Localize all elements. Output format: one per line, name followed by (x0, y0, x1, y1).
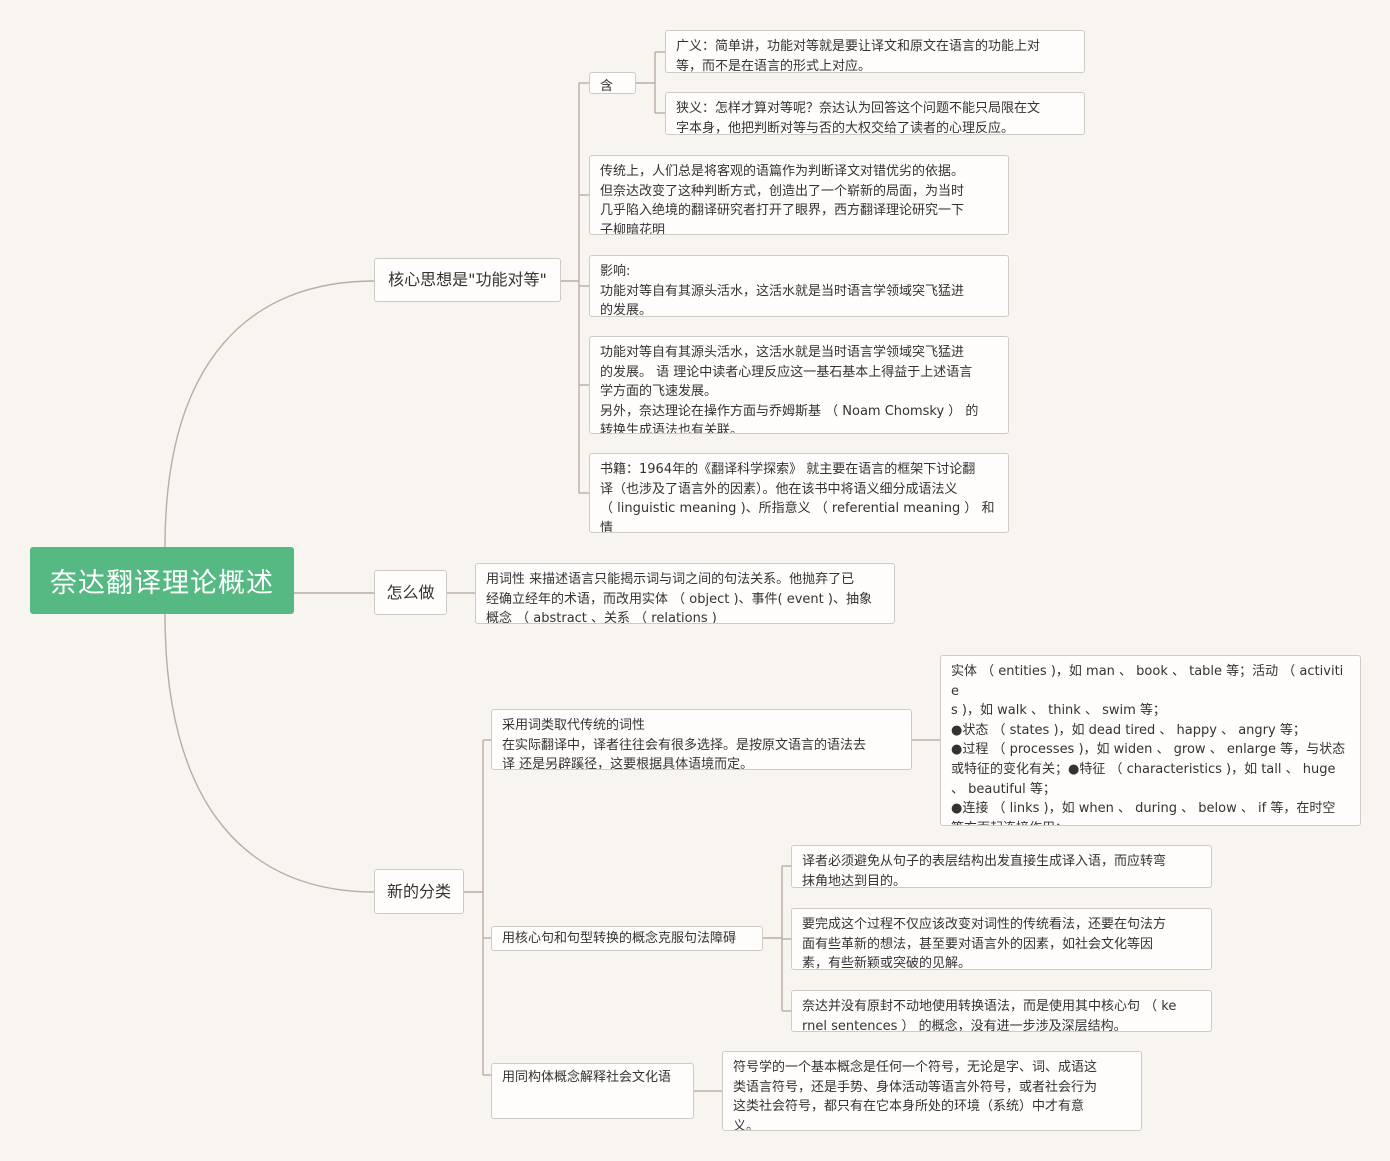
topic-linguistic-development[interactable]: 功能对等自有其源头活水，这活水就是当时语言学领域突飞猛进 的发展。 语 理论中读… (589, 336, 1009, 434)
topic-class-list[interactable]: 实体 （ entities )，如 man 、 book 、 table 等；活… (940, 655, 1361, 826)
link-root-core (164, 280, 375, 548)
topic-book[interactable]: 书籍：1964年的《翻译科学探索》 就主要在语言的框架下讨论翻 译（也涉及了语言… (589, 453, 1009, 533)
branch-new-classification[interactable]: 新的分类 (374, 869, 464, 914)
topic-meaning[interactable]: 含义 (589, 72, 636, 94)
topic-isomorph[interactable]: 用同构体概念解释社会文化语 (491, 1063, 694, 1119)
topic-syntax-innovation[interactable]: 要完成这个过程不仅应该改变对词性的传统看法，还要在句法方 面有些革新的想法，甚至… (791, 908, 1212, 970)
topic-word-class-method[interactable]: 用词性 来描述语言只能揭示词与词之间的句法关系。他抛弃了已 经确立经年的术语，而… (475, 563, 895, 624)
topic-surface-structure[interactable]: 译者必须避免从句子的表层结构出发直接生成译入语，而应转弯 抹角地达到目的。 (791, 845, 1212, 888)
link-root-new (164, 613, 375, 893)
topic-narrow-sense[interactable]: 狭义：怎样才算对等呢？奈达认为回答这个问题不能只局限在文 字本身，他把判断对等与… (665, 92, 1085, 135)
topic-semiotics[interactable]: 符号学的一个基本概念是任何一个符号，无论是字、词、成语这 类语言符号，还是手势、… (722, 1051, 1142, 1131)
topic-traditional-view[interactable]: 传统上，人们总是将客观的语篇作为判断译文对错优劣的依据。 但奈达改变了这种判断方… (589, 155, 1009, 235)
topic-word-classes[interactable]: 采用词类取代传统的词性 在实际翻译中，译者往往会有很多选择。是按原文语言的语法去… (491, 709, 912, 770)
topic-broad-sense[interactable]: 广义：简单讲，功能对等就是要让译文和原文在语言的功能上对 等，而不是在语言的形式… (665, 30, 1085, 73)
root-topic[interactable]: 奈达翻译理论概述 (30, 547, 294, 614)
topic-kernel-sentences[interactable]: 用核心句和句型转换的概念克服句法障碍 (491, 926, 763, 951)
branch-how-to[interactable]: 怎么做 (374, 570, 447, 615)
topic-influence[interactable]: 影响: 功能对等自有其源头活水，这活水就是当时语言学领域突飞猛进 的发展。 (589, 255, 1009, 317)
branch-core-idea[interactable]: 核心思想是"功能对等" (374, 258, 561, 302)
topic-transformational-grammar[interactable]: 奈达并没有原封不动地使用转换语法，而是使用其中核心句 （ ke rnel sen… (791, 990, 1212, 1032)
